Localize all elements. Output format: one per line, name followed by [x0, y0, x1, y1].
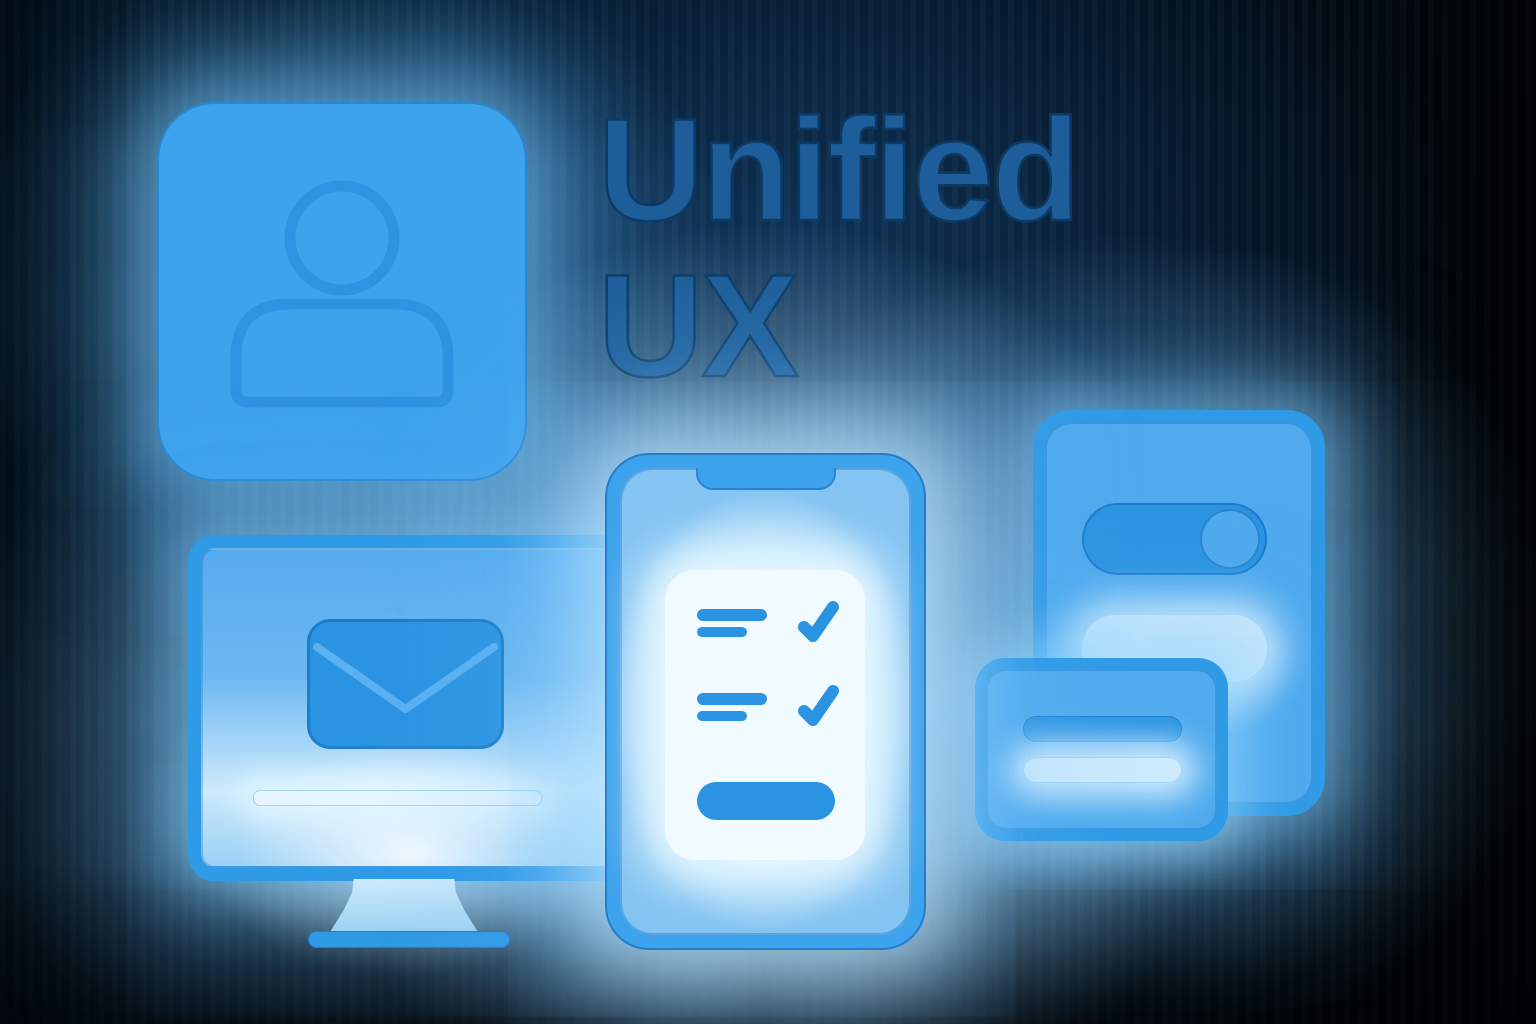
desktop-monitor — [188, 535, 640, 881]
monitor-base — [308, 931, 510, 948]
checklist-line-long — [697, 609, 767, 621]
screen-highlight-bar — [253, 790, 542, 806]
user-icon — [230, 180, 454, 407]
toggle-switch — [1082, 503, 1267, 575]
mini-card-surface — [986, 669, 1217, 830]
phone-notch — [695, 468, 836, 490]
monitor-screen — [201, 548, 627, 868]
primary-button-pill — [697, 782, 835, 820]
title-line-2: UX — [597, 244, 800, 408]
checklist-line-short — [697, 711, 747, 721]
checklist-line-long — [697, 693, 767, 705]
mini-card-line-secondary — [1023, 757, 1182, 783]
page-title: Unified UX — [597, 88, 1082, 408]
checkmark-icon — [798, 601, 839, 642]
toggle-knob — [1200, 509, 1260, 569]
checklist-line-short — [697, 627, 747, 637]
profile-tile — [157, 102, 527, 481]
smartphone — [605, 453, 926, 950]
title-line-1: Unified — [597, 88, 1082, 251]
checklist-card — [665, 570, 865, 860]
checkmark-icon — [798, 685, 839, 726]
mini-card — [975, 658, 1228, 841]
monitor-stand — [330, 879, 478, 932]
envelope-icon — [307, 619, 504, 749]
mini-card-line-primary — [1023, 716, 1182, 742]
